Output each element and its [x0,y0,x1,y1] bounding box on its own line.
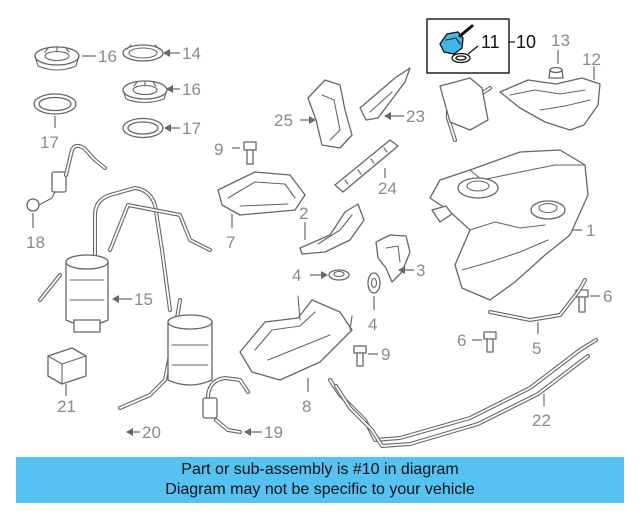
callout-19: 19 [264,423,283,442]
part-24-rail [334,139,399,193]
callout-12: 12 [582,50,601,69]
callout-7: 7 [226,233,235,252]
part-8-skid-plate [239,295,353,381]
part-6-bolt-lower [483,331,497,353]
callout-17-left: 17 [40,133,59,152]
part-16-lock-ring-lower [122,80,168,104]
callout-24: 24 [378,179,397,198]
callout-6-right: 6 [603,287,612,306]
part-5-strap [488,278,587,322]
part-14-gasket [122,44,164,62]
part-15-fuel-pump [38,186,212,333]
part-7-shield [217,171,306,216]
part-4-washer-right [367,272,381,294]
part-25-bracket [307,79,353,149]
callout-14: 14 [182,44,201,63]
part-9-bolt-lower [353,345,367,367]
callout-15: 15 [134,290,153,309]
callout-10: 10 [516,32,536,52]
part-17-seal-right [122,117,164,139]
part-21-module [47,347,87,385]
part-2-bracket [299,203,365,255]
callout-4-left: 4 [292,266,301,285]
part-16-lock-ring-top [34,46,80,71]
callout-2: 2 [299,204,308,223]
part-12-heat-shield [499,77,601,131]
callout-9-upper: 9 [214,140,223,159]
part-18-sensor [26,143,107,212]
parts-diagram: 16 14 17 16 17 18 [26,18,612,448]
footer-banner: Part or sub-assembly is #10 in diagram D… [16,457,624,503]
callout-13: 13 [551,31,570,50]
part-20-pump-housing [118,298,213,410]
callout-22: 22 [532,411,551,430]
footer-line-1: Part or sub-assembly is #10 in diagram [181,461,459,478]
callout-6-lower: 6 [457,331,466,350]
part-1-fuel-tank [429,77,589,301]
callout-3: 3 [416,261,425,280]
callout-11: 11 [481,32,500,52]
callout-16-lower: 16 [182,80,201,99]
highlight-box-10 [426,18,510,74]
part-19-sender [202,376,250,434]
part-4-grommet-left [328,269,350,281]
part-22-fuel-lines [328,338,598,448]
part-23-bracket [359,67,411,121]
callout-21: 21 [57,397,76,416]
callout-5: 5 [532,339,541,358]
callout-16-top: 16 [98,47,117,66]
callout-8: 8 [302,397,311,416]
callout-17-right: 17 [182,119,201,138]
callout-25: 25 [274,111,293,130]
part-17-seal-left [33,93,77,115]
part-9-bolt-upper [243,141,257,165]
callout-4-right: 4 [368,315,377,334]
callout-1: 1 [586,221,595,240]
callout-20: 20 [142,423,161,442]
footer-line-2: Diagram may not be specific to your vehi… [165,481,475,498]
part-10-filler-cap-highlighted[interactable] [439,24,474,64]
callout-23: 23 [406,107,425,126]
part-3-clip [375,234,411,283]
part-13-plug [548,66,564,79]
callout-18: 18 [26,233,45,252]
callout-9-lower: 9 [381,345,390,364]
